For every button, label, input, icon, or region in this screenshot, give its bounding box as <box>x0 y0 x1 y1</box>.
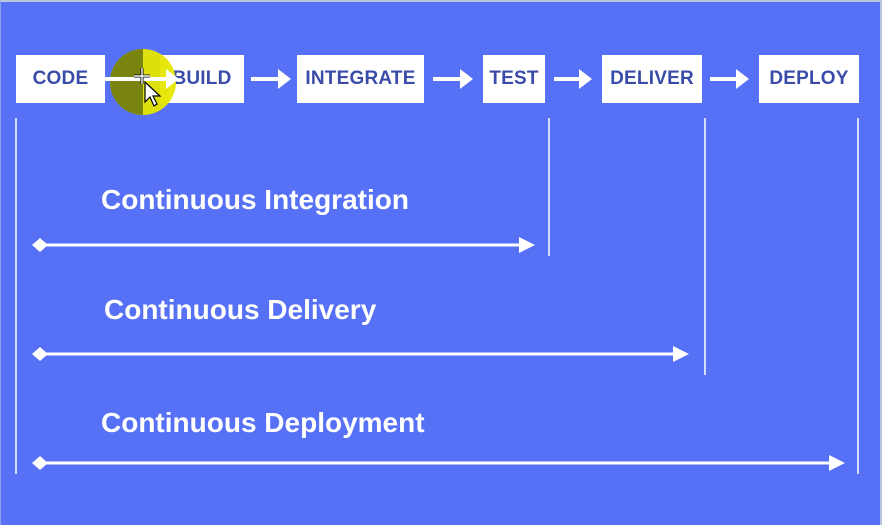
stage-deliver: DELIVER <box>602 55 702 103</box>
stage-integrate: INTEGRATE <box>297 55 424 103</box>
span-label-deployment: Continuous Deployment <box>101 407 425 438</box>
stage-connectors <box>251 69 749 89</box>
span-label-integration: Continuous Integration <box>101 184 409 215</box>
connector-arrow-icon <box>251 69 291 89</box>
span-label-delivery: Continuous Delivery <box>104 294 377 325</box>
connector-arrow-icon <box>710 69 749 89</box>
span-arrow-delivery <box>32 346 689 362</box>
stage-test: TEST <box>483 55 545 103</box>
guide-lines <box>15 118 859 474</box>
connector-arrow-icon <box>433 69 473 89</box>
move-cursor-icon <box>134 68 162 107</box>
span-arrow-integration <box>32 237 535 253</box>
connector-arrow-icon <box>554 69 592 89</box>
span-arrow-deployment <box>32 455 845 471</box>
stage-deploy: DEPLOY <box>759 55 859 103</box>
stage-code: CODE <box>16 55 105 103</box>
